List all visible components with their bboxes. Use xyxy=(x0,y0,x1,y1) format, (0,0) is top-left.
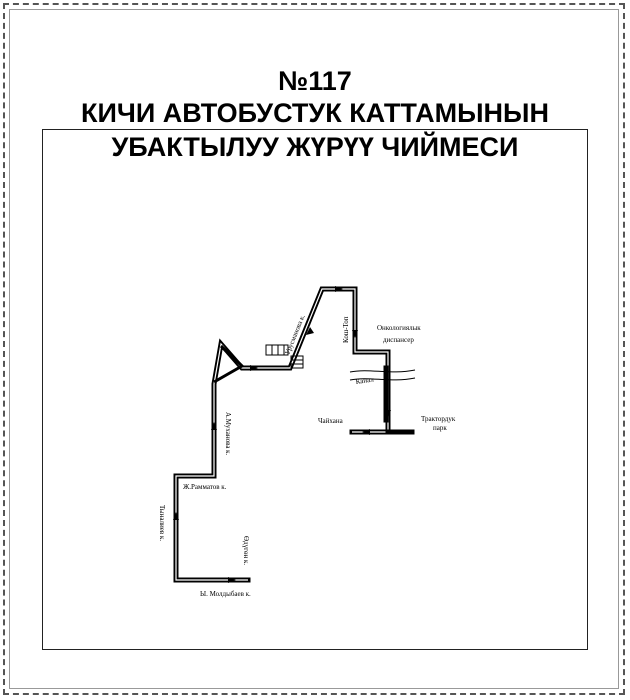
route-number: №117 xyxy=(278,66,352,96)
map-frame xyxy=(42,129,588,650)
label-tynaliev: Тыналиев к. xyxy=(158,505,166,541)
crossing-marker-2 xyxy=(290,355,304,369)
label-oncology-line1: Онкологиялык xyxy=(377,324,421,332)
title-line1: КИЧИ АВТОБУСТУК КАТТАМЫНЫН xyxy=(81,98,549,128)
direction-arrows xyxy=(173,286,391,583)
loop-triangle xyxy=(213,344,245,384)
outer-frame xyxy=(3,3,625,695)
label-tractor-park-line1: Трактордук xyxy=(421,415,456,423)
label-oshskaya: Өдүгөн к. xyxy=(242,536,250,565)
canal-lines xyxy=(349,369,416,381)
label-oncology-line2: диспансер xyxy=(383,336,414,344)
inner-frame xyxy=(9,9,619,689)
label-kosh-bon: Кош-Топ xyxy=(342,316,350,343)
label-zh-rahmatov: Ж.Рамматов к. xyxy=(183,483,227,491)
title-line2: УБАКТЫЛУУ ЖҮРҮҮ ЧИЙМЕСИ xyxy=(111,132,519,162)
label-a-mukhanova: А.Муханова к. xyxy=(224,412,232,456)
crossing-marker-1 xyxy=(265,344,289,356)
label-moldybaev: Ы. Молдыбаев к. xyxy=(200,590,251,598)
label-tractor-park-line2: парк xyxy=(433,424,447,432)
label-chaikhana: Чайхана xyxy=(318,417,344,425)
label-canal: Канал xyxy=(355,375,375,386)
